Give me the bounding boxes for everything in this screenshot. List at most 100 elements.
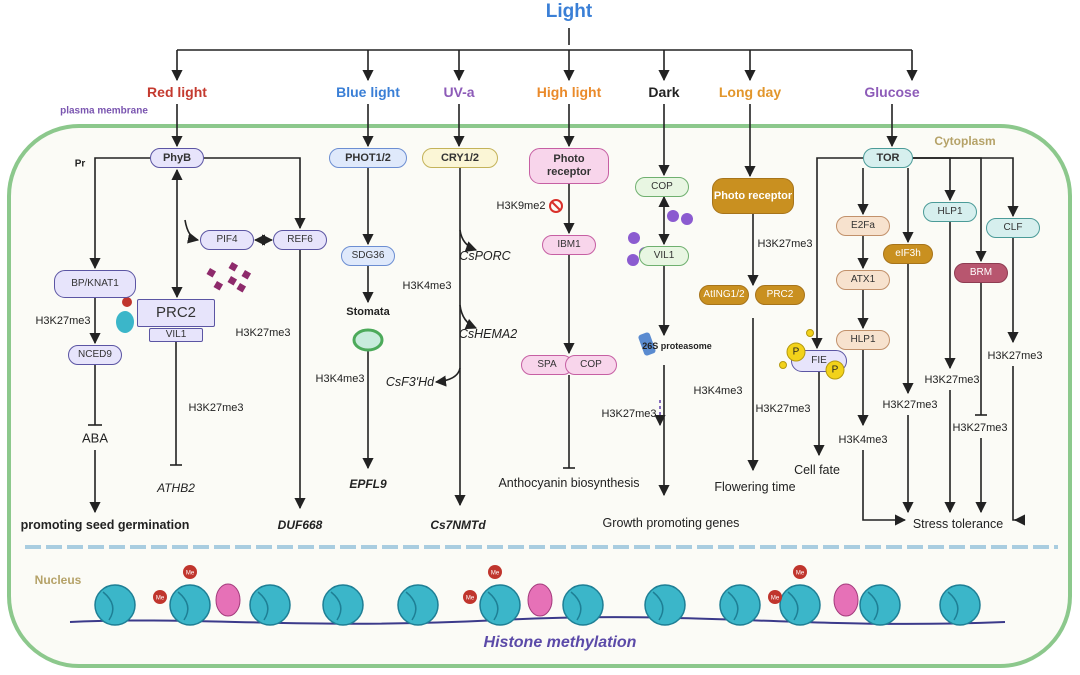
node-cop-dark: COP bbox=[635, 177, 689, 197]
ubiquitin-icon bbox=[667, 210, 679, 222]
arrow bbox=[434, 367, 461, 387]
me-icon bbox=[153, 590, 167, 604]
gene-athb2: ATHB2 bbox=[157, 481, 195, 495]
output-stress-tolerance: Stress tolerance bbox=[912, 517, 1004, 531]
arrow bbox=[459, 304, 478, 330]
output-anthocyanin: Anthocyanin biosynthesis bbox=[498, 476, 640, 490]
ubiquitin-icon bbox=[628, 232, 640, 244]
me-label: Me bbox=[186, 571, 195, 577]
node-phyb: PhyB bbox=[150, 148, 204, 168]
node-hlp1-teal: HLP1 bbox=[923, 202, 977, 222]
nucleosome-icon bbox=[116, 311, 134, 333]
branch-long-day: Long day bbox=[718, 84, 782, 100]
mark-h3k27me3: H3K27me3 bbox=[35, 315, 91, 327]
methyl-group-icon bbox=[228, 262, 239, 272]
nucleosome-detail bbox=[177, 591, 189, 621]
methyl-group-icon bbox=[206, 268, 217, 278]
histone-methylation-label: Histone methylation bbox=[483, 634, 637, 651]
nucleosome-icon bbox=[562, 584, 604, 626]
me-icon bbox=[463, 590, 477, 604]
phosphate-label: P bbox=[831, 364, 839, 376]
me-label: Me bbox=[796, 571, 805, 577]
arrow bbox=[204, 157, 306, 230]
nucleosome-icon bbox=[479, 584, 521, 626]
branch-high-light: High light bbox=[536, 84, 602, 100]
stomata-icon bbox=[352, 328, 384, 352]
node-cry1-2: CRY1/2 bbox=[422, 148, 498, 168]
nucleosome-detail bbox=[652, 591, 664, 621]
nucleosome-icon bbox=[859, 584, 901, 626]
arrow bbox=[913, 157, 987, 263]
me-label: Me bbox=[771, 596, 780, 602]
me-label: Me bbox=[156, 596, 165, 602]
mark-h3k27me3: H3K27me3 bbox=[924, 374, 980, 386]
branch-red-light: Red light bbox=[147, 84, 207, 100]
node-phot1-2: PHOT1/2 bbox=[329, 148, 407, 168]
output-growth-genes: Growth promoting genes bbox=[602, 516, 740, 530]
gene-duf668: DUF668 bbox=[277, 518, 323, 532]
mark-h3k27me3: H3K27me3 bbox=[601, 408, 657, 420]
nucleus-label: Nucleus bbox=[34, 573, 82, 587]
mark-h3k27me3: H3K27me3 bbox=[755, 403, 811, 415]
prohibited-icon bbox=[549, 199, 563, 213]
ubiquitin-icon bbox=[681, 213, 693, 225]
output-seed-germination: promoting seed germination bbox=[20, 518, 190, 532]
node-vil1-dark: VIL1 bbox=[639, 246, 689, 266]
output-flowering-time: Flowering time bbox=[714, 480, 796, 494]
gene-cshema2: CsHEMA2 bbox=[458, 327, 518, 341]
branch-dark: Dark bbox=[648, 84, 680, 100]
stomata-label: Stomata bbox=[346, 306, 390, 318]
nucleosome-detail bbox=[487, 591, 499, 621]
node-photoreceptor-long: Photo receptor bbox=[712, 178, 794, 214]
node-brm: BRM bbox=[954, 263, 1008, 283]
nucleosome-detail bbox=[330, 591, 342, 621]
nucleosome-icon bbox=[94, 584, 136, 626]
phosphate-icon: P bbox=[786, 342, 806, 362]
node-ibm1: IBM1 bbox=[542, 235, 596, 255]
nucleosome-icon bbox=[249, 584, 291, 626]
mark-h3k4me3: H3K4me3 bbox=[402, 280, 452, 292]
output-cell-fate: Cell fate bbox=[794, 463, 840, 477]
arrow bbox=[862, 450, 907, 526]
node-ref6: REF6 bbox=[273, 230, 327, 250]
methyl-group-icon bbox=[241, 270, 252, 280]
node-pif4: PIF4 bbox=[200, 230, 254, 250]
proteasome-icon bbox=[638, 332, 656, 356]
branch-blue-light: Blue light bbox=[336, 84, 400, 100]
ubiquitin-icon bbox=[627, 254, 639, 266]
phosphate-icon: P bbox=[825, 360, 845, 380]
branch-uva: UV-a bbox=[443, 84, 475, 100]
mark-h3k27me3: H3K27me3 bbox=[188, 402, 244, 414]
mark-h3k9me2: H3K9me2 bbox=[496, 200, 546, 212]
node-prc2-long: PRC2 bbox=[755, 285, 805, 305]
nucleosome-icon bbox=[779, 584, 821, 626]
nucleosome-icon bbox=[939, 584, 981, 626]
node-tor: TOR bbox=[863, 148, 913, 168]
gene-epfl9: EPFL9 bbox=[349, 477, 387, 491]
mark-h3k27me3: H3K27me3 bbox=[235, 327, 291, 339]
node-prc2: PRC2 bbox=[137, 299, 215, 327]
histone-modifier-icon bbox=[215, 583, 241, 617]
me-label: Me bbox=[491, 571, 500, 577]
me-icon bbox=[793, 565, 807, 579]
arrow bbox=[811, 157, 863, 350]
histone-modifier-icon bbox=[527, 583, 553, 617]
nucleosome-icon bbox=[322, 584, 364, 626]
mark-h3k27me3: H3K27me3 bbox=[952, 422, 1008, 434]
nucleosome-icon bbox=[644, 584, 686, 626]
me-icon bbox=[122, 297, 132, 307]
gene-csf3hd: CsF3'Hd bbox=[385, 375, 435, 389]
branch-glucose: Glucose bbox=[864, 84, 920, 100]
nucleosome-icon bbox=[719, 584, 761, 626]
nucleosome-detail bbox=[405, 591, 417, 621]
me-icon bbox=[488, 565, 502, 579]
node-clf: CLF bbox=[986, 218, 1040, 238]
aba-label: ABA bbox=[81, 430, 109, 446]
plasma-membrane-label: plasma membrane bbox=[60, 105, 148, 117]
methyl-group-icon bbox=[213, 281, 224, 291]
arrow bbox=[177, 28, 912, 51]
cytoplasm-label: Cytoplasm bbox=[934, 134, 996, 148]
node-cop: COP bbox=[565, 355, 617, 375]
prohibited-icon-slash bbox=[551, 201, 561, 211]
